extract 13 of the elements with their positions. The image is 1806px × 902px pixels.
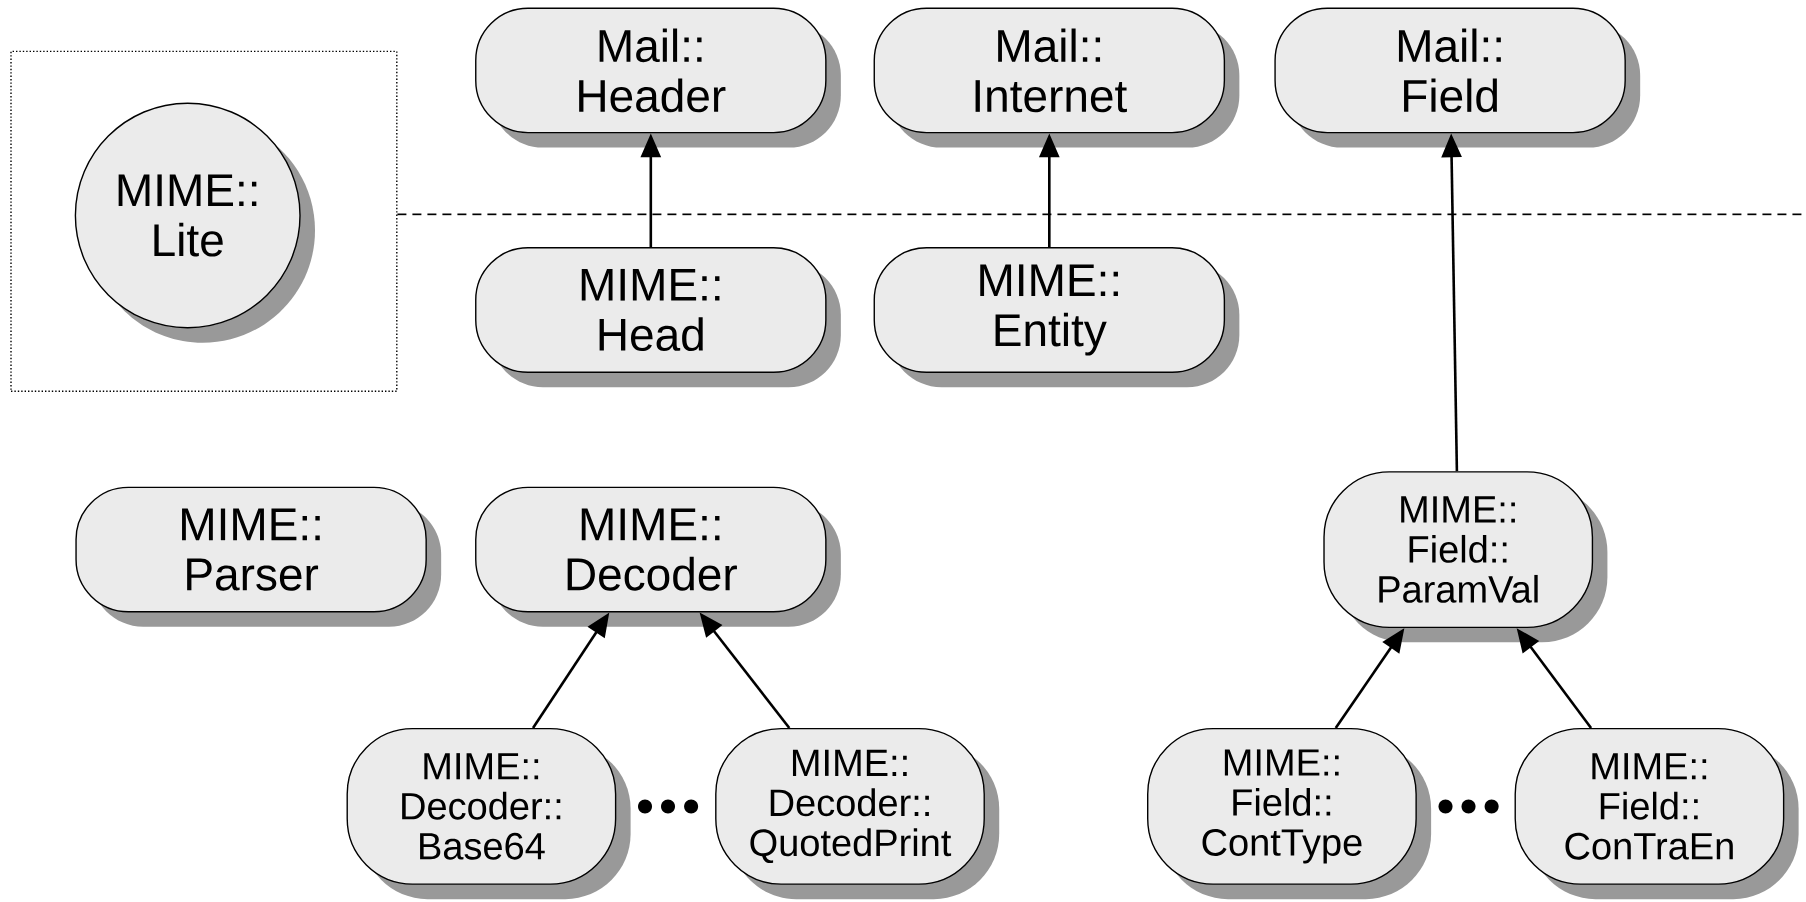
- class-box: Mail:: Field: [1274, 7, 1641, 148]
- class-box: Mail:: Internet: [873, 7, 1240, 148]
- class-box: MIME:: Entity: [873, 247, 1240, 388]
- class-box: MIME:: Head: [475, 247, 841, 388]
- class-box: MIME:: Decoder:: Base64: [346, 727, 631, 900]
- class-box: MIME:: Field:: ContType: [1147, 727, 1432, 900]
- class-box: MIME:: Decoder: [475, 486, 841, 627]
- class-box: MIME:: Parser: [75, 486, 442, 627]
- class-box: MIME:: Field:: ParamVal: [1323, 471, 1608, 643]
- class-box: Mail:: Header: [475, 7, 841, 148]
- dotted-frame: [10, 50, 398, 392]
- class-box: MIME:: Field:: ConTraEn: [1514, 727, 1799, 900]
- class-box: MIME:: Decoder:: QuotedPrint: [715, 727, 1000, 900]
